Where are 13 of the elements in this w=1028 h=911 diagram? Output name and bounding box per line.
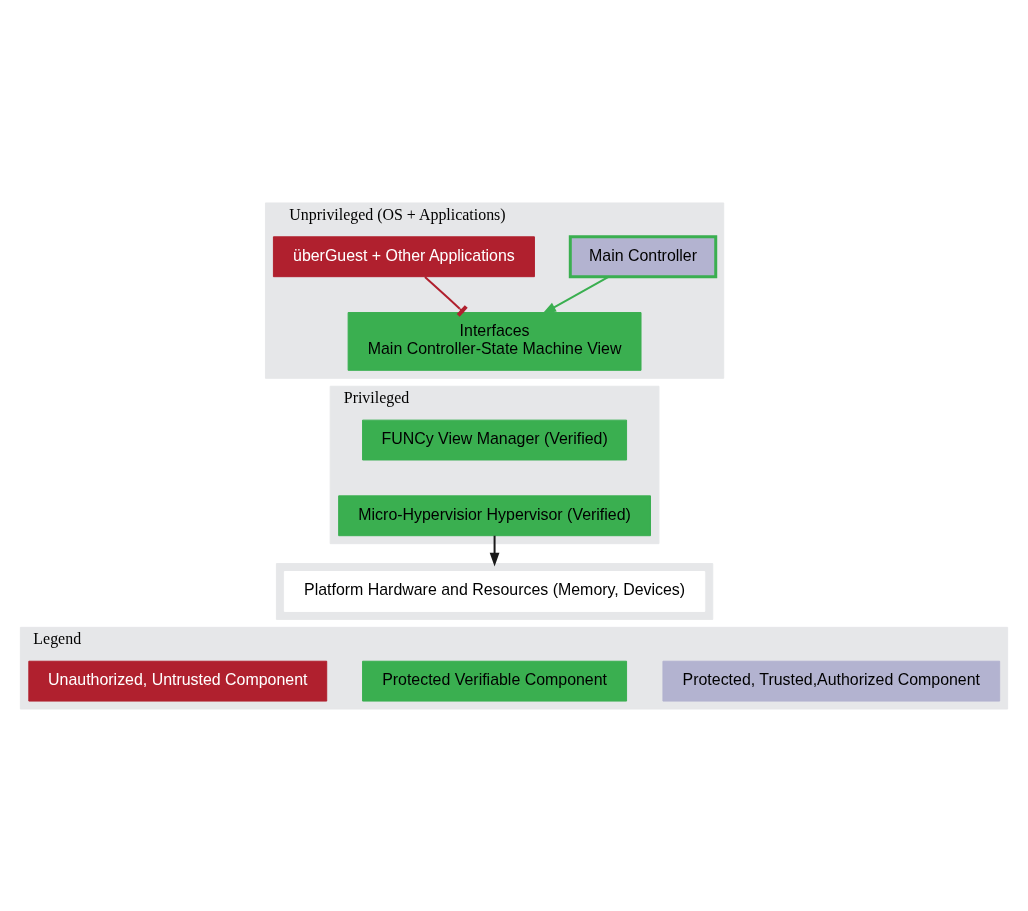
connector — [423, 275, 468, 317]
node-box: Unauthorized, Untrusted Component — [28, 660, 328, 702]
node-box: Protected, Trusted,Authorized Component — [662, 660, 1001, 702]
arrow — [542, 275, 610, 314]
node-box: Interfaces Main Controller-State Machine View — [347, 311, 642, 371]
node-box: Platform Hardware and Resources (Memory, Devices) — [283, 570, 706, 612]
arrow — [489, 534, 500, 567]
node-box: Main Controller — [568, 234, 718, 278]
node-box: Protected Verifiable Component — [362, 660, 628, 702]
node-box: überGuest + Other Applications — [272, 235, 535, 277]
node-box: Micro-Hypervisior Hypervisor (Verified) — [338, 494, 651, 536]
node-box: FUNCy View Manager (Verified) — [362, 419, 628, 460]
cluster — [275, 562, 714, 620]
